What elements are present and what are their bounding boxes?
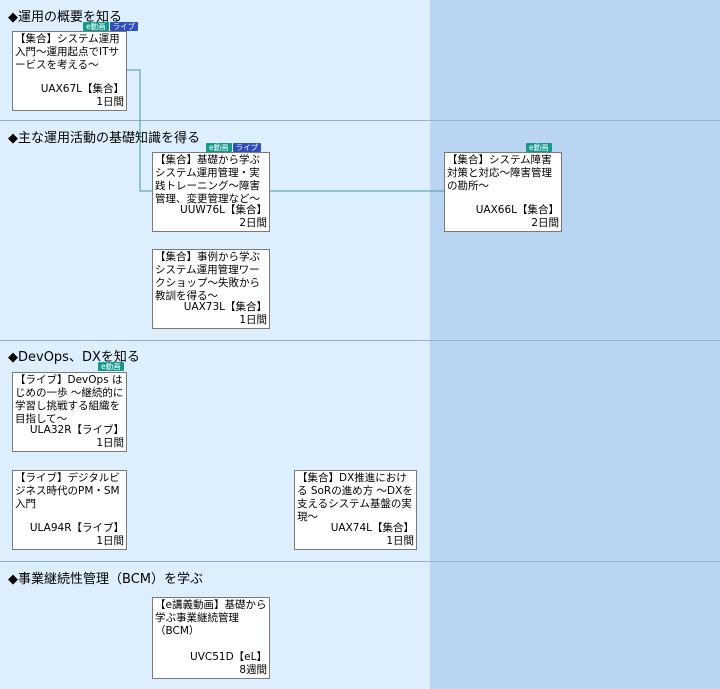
right-panel-background xyxy=(430,0,720,689)
e-video-badge: e動画 xyxy=(83,22,109,31)
course-title: 【集合】システム障害対策と対応～障害管理の勘所～ xyxy=(447,154,552,192)
course-card-uvc51d[interactable]: 【e講義動画】基礎から学ぶ事業継続管理（BCM） UVC51D【eL】 8週間 xyxy=(152,597,270,679)
course-duration: 1日間 xyxy=(96,437,124,449)
badge-group: e動画 xyxy=(98,362,124,371)
course-duration: 2日間 xyxy=(239,217,267,229)
course-duration: 1日間 xyxy=(386,535,414,547)
section-title-basic-knowledge: ◆主な運用活動の基礎知識を得る xyxy=(8,131,200,146)
section-title-bcm: ◆事業継続性管理（BCM）を学ぶ xyxy=(8,572,203,587)
section-divider xyxy=(0,561,720,562)
course-code: UAX74L【集合】 xyxy=(330,522,414,534)
badge-group: e動画 xyxy=(526,143,552,152)
course-duration: 8週間 xyxy=(239,664,267,676)
course-code: ULA94R【ライブ】 xyxy=(29,522,124,534)
section-title-devops-dx: ◆DevOps、DXを知る xyxy=(8,350,140,365)
course-duration: 1日間 xyxy=(96,535,124,547)
badge-group: e動画 ライブ xyxy=(206,143,262,152)
course-title: 【集合】基礎から学ぶシステム運用管理・実践トレーニング～障害管理、変更管理など～ xyxy=(155,154,260,205)
course-card-uax66l[interactable]: 【集合】システム障害対策と対応～障害管理の勘所～ UAX66L【集合】 2日間 xyxy=(444,152,562,232)
course-code: ULA32R【ライブ】 xyxy=(29,424,124,436)
left-panel-background xyxy=(0,0,430,689)
course-code: UAX73L【集合】 xyxy=(183,301,267,313)
course-duration: 1日間 xyxy=(239,314,267,326)
live-badge: ライブ xyxy=(232,143,262,152)
e-video-badge: e動画 xyxy=(526,143,552,152)
badge-group: e動画 ライブ xyxy=(83,22,139,31)
course-title: 【集合】システム運用入門～運用起点でITサービスを考える～ xyxy=(15,33,120,71)
section-title-overview: ◆運用の概要を知る xyxy=(8,10,122,25)
course-duration: 2日間 xyxy=(531,217,559,229)
course-code: UAX67L【集合】 xyxy=(40,83,124,95)
course-title: 【ライブ】デジタルビジネス時代のPM・SM入門 xyxy=(15,472,120,510)
section-divider xyxy=(0,340,720,341)
course-code: UVC51D【eL】 xyxy=(190,651,267,663)
course-card-uax74l[interactable]: 【集合】DX推進における SoRの進め方 ～DXを支えるシステム基盤の実現～ U… xyxy=(294,470,417,550)
live-badge: ライブ xyxy=(109,22,139,31)
course-card-uuw76l[interactable]: 【集合】基礎から学ぶシステム運用管理・実践トレーニング～障害管理、変更管理など～… xyxy=(152,152,270,232)
course-card-ula32r[interactable]: 【ライブ】DevOps はじめの一歩 ～継続的に学習し挑戦する組織を目指して～ … xyxy=(12,372,127,452)
e-video-badge: e動画 xyxy=(206,143,232,152)
section-divider xyxy=(0,120,720,121)
course-title: 【集合】DX推進における SoRの進め方 ～DXを支えるシステム基盤の実現～ xyxy=(297,472,413,523)
course-card-ula94r[interactable]: 【ライブ】デジタルビジネス時代のPM・SM入門 ULA94R【ライブ】 1日間 xyxy=(12,470,127,550)
course-card-uax67l[interactable]: 【集合】システム運用入門～運用起点でITサービスを考える～ UAX67L【集合】… xyxy=(12,31,127,111)
course-duration: 1日間 xyxy=(96,96,124,108)
course-code: UAX66L【集合】 xyxy=(475,204,559,216)
course-title: 【ライブ】DevOps はじめの一歩 ～継続的に学習し挑戦する組織を目指して～ xyxy=(15,374,124,425)
course-title: 【集合】事例から学ぶシステム運用管理ワークショップ～失敗から教訓を得る～ xyxy=(155,251,260,302)
course-title: 【e講義動画】基礎から学ぶ事業継続管理（BCM） xyxy=(155,599,267,637)
e-video-badge: e動画 xyxy=(98,362,124,371)
course-code: UUW76L【集合】 xyxy=(180,204,267,216)
course-card-uax73l[interactable]: 【集合】事例から学ぶシステム運用管理ワークショップ～失敗から教訓を得る～ UAX… xyxy=(152,249,270,329)
connector-uax67l-uuw76l xyxy=(126,69,152,192)
